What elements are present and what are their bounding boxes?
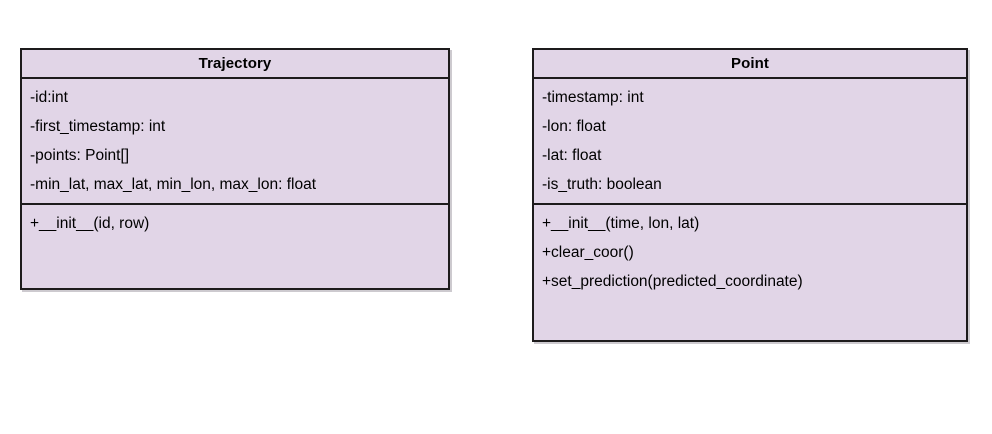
attributes-compartment-point: -timestamp: int -lon: float -lat: float … (534, 79, 966, 205)
attribute-row: -points: Point[] (30, 147, 130, 164)
method-row: +clear_coor() (542, 244, 634, 261)
method-row: +set_prediction(predicted_coordinate) (542, 273, 803, 290)
attribute-row: -lat: float (542, 147, 602, 164)
method-row: +__init__(time, lon, lat) (542, 215, 700, 232)
attribute-row: -lon: float (542, 118, 606, 135)
attribute-row: -id:int (30, 89, 68, 106)
class-title-trajectory: Trajectory (22, 50, 448, 79)
attribute-row: -first_timestamp: int (30, 118, 166, 135)
uml-class-trajectory[interactable]: Trajectory -id:int -first_timestamp: int… (20, 48, 450, 290)
uml-class-point[interactable]: Point -timestamp: int -lon: float -lat: … (532, 48, 968, 342)
method-row: +__init__(id, row) (30, 215, 150, 232)
attribute-row: -min_lat, max_lat, min_lon, max_lon: flo… (30, 176, 317, 193)
methods-compartment-point: +__init__(time, lon, lat) +clear_coor() … (534, 205, 966, 340)
methods-compartment-trajectory: +__init__(id, row) (22, 205, 448, 288)
class-title-point: Point (534, 50, 966, 79)
attributes-compartment-trajectory: -id:int -first_timestamp: int -points: P… (22, 79, 448, 205)
attribute-row: -timestamp: int (542, 89, 644, 106)
attribute-row: -is_truth: boolean (542, 176, 662, 193)
